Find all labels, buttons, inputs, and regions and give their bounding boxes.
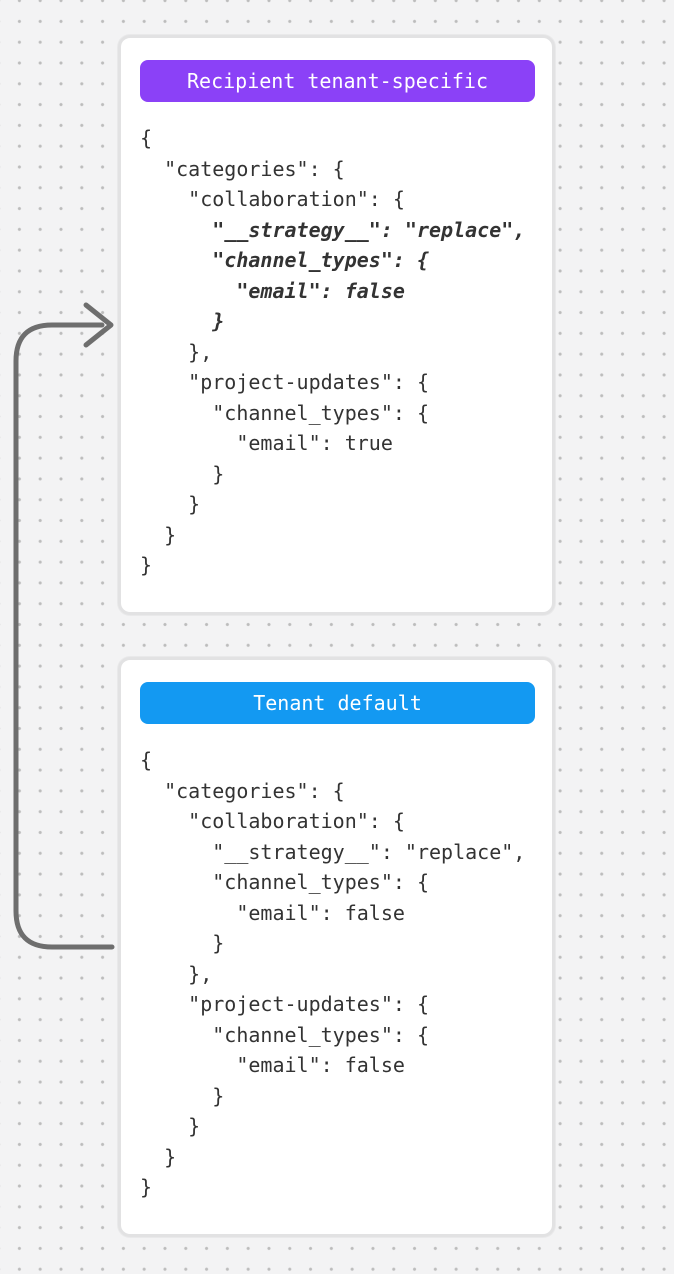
code-line: "project-updates": { xyxy=(140,370,429,394)
code-block-recipient: { "categories": { "collaboration": { "__… xyxy=(140,123,552,581)
code-line: } xyxy=(140,1144,177,1169)
code-line: "email": false xyxy=(140,1053,405,1077)
code-line: } xyxy=(140,492,201,516)
code-line: } xyxy=(140,1083,225,1108)
code-line: "categories": { xyxy=(140,156,345,181)
code-line: } xyxy=(140,1114,201,1138)
code-line: } xyxy=(140,309,225,333)
code-line: "email": true xyxy=(140,431,393,455)
badge-recipient: Recipient tenant-specific xyxy=(140,60,535,102)
merge-arrow-line xyxy=(13,322,115,950)
tenant-default-card: Tenant default { "categories": { "collab… xyxy=(118,657,555,1237)
code-line: { xyxy=(140,748,153,772)
code-line: } xyxy=(140,553,153,577)
code-line: }, xyxy=(140,961,213,986)
code-line: "channel_types": { xyxy=(140,400,429,425)
code-line: { xyxy=(140,126,153,150)
code-line: "__strategy__": "replace", xyxy=(140,217,526,242)
recipient-tenant-card: Recipient tenant-specific { "categories"… xyxy=(118,35,555,615)
code-line: "collaboration": { xyxy=(140,809,405,833)
code-line: } xyxy=(140,931,225,955)
code-line: "project-updates": { xyxy=(140,992,429,1016)
code-line: } xyxy=(140,1175,153,1199)
code-line: "email": false xyxy=(140,900,405,925)
code-line: "collaboration": { xyxy=(140,187,405,211)
code-line: "email": false xyxy=(140,278,405,303)
code-line: "__strategy__": "replace", xyxy=(140,839,526,864)
code-line: "channel_types": { xyxy=(140,1022,429,1047)
merge-arrow-head xyxy=(83,302,114,348)
badge-default: Tenant default xyxy=(140,682,535,724)
code-line: } xyxy=(140,461,225,486)
code-line: "channel_types": { xyxy=(140,248,429,272)
code-line: } xyxy=(140,522,177,547)
code-line: "categories": { xyxy=(140,778,345,803)
code-line: "channel_types": { xyxy=(140,870,429,894)
code-line: }, xyxy=(140,339,213,364)
code-block-default: { "categories": { "collaboration": { "__… xyxy=(140,745,552,1203)
